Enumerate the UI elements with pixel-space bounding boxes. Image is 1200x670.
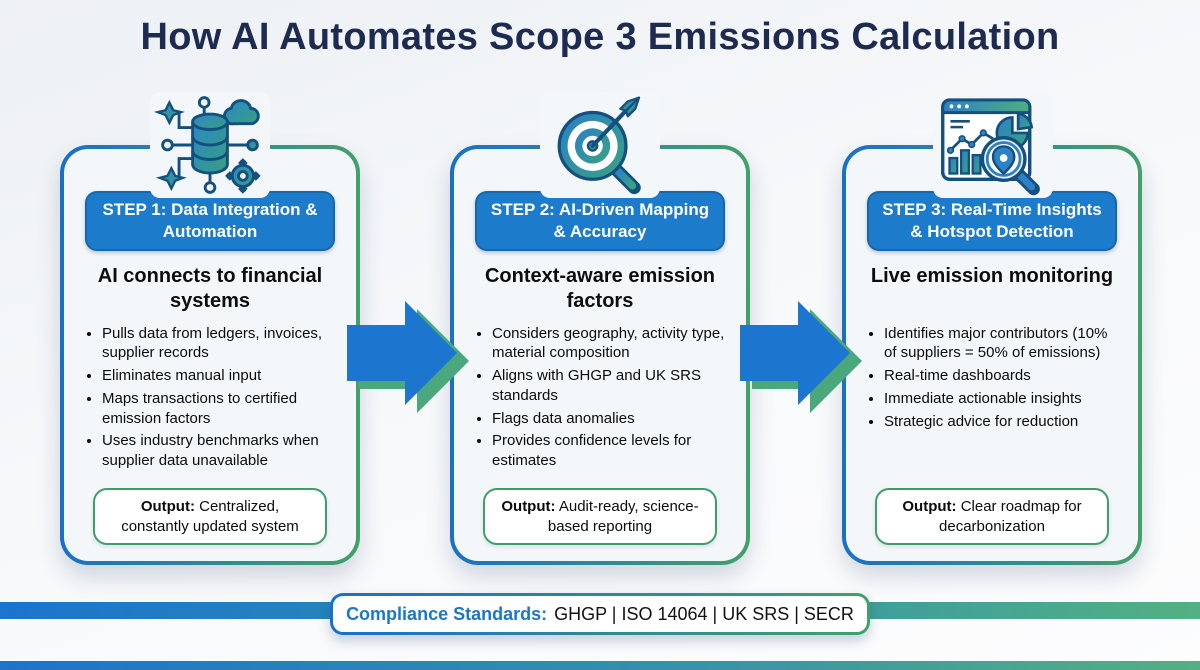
step-2-bullet-list: Considers geography, activity type, mate… xyxy=(468,324,732,475)
step-2-badge: STEP 2: AI-Driven Mapping & Accuracy xyxy=(475,191,725,251)
bullet-item: Provides confidence levels for estimates xyxy=(492,431,728,471)
bullet-item: Identifies major contributors (10% of su… xyxy=(884,324,1120,364)
step-card-1: STEP 1: Data Integration & Automation AI… xyxy=(60,145,360,565)
bullet-item: Real-time dashboards xyxy=(884,366,1120,386)
compliance-label: Compliance Standards: xyxy=(346,603,548,624)
step-3-subtitle: Live emission monitoring xyxy=(870,264,1114,287)
output-label: Output: xyxy=(501,498,556,515)
step-card-2: STEP 2: AI-Driven Mapping & Accuracy Con… xyxy=(450,145,750,565)
bullet-item: Eliminates manual input xyxy=(102,366,338,386)
step-1-badge: STEP 1: Data Integration & Automation xyxy=(85,191,335,251)
compliance-standards-pill: Compliance Standards: GHGP | ISO 14064 |… xyxy=(330,593,870,635)
step-2-output: Output: Audit-ready, science-based repor… xyxy=(483,488,717,545)
output-text: Centralized, constantly updated system xyxy=(121,498,299,535)
output-label: Output: xyxy=(902,498,957,515)
step-1-subtitle: AI connects to financial systems xyxy=(97,264,323,313)
bullet-item: Strategic advice for reduction xyxy=(884,412,1120,432)
data-integration-icon xyxy=(150,92,270,198)
output-text: Audit-ready, science-based reporting xyxy=(547,498,699,535)
step-card-3: STEP 3: Real-Time Insights & Hotspot Det… xyxy=(842,145,1142,565)
step-2-subtitle: Context-aware emission factors xyxy=(484,264,716,313)
bullet-item: Pulls data from ledgers, invoices, suppl… xyxy=(102,324,338,364)
output-text: Clear roadmap for decarbonization xyxy=(939,498,1082,535)
step-1-bullet-list: Pulls data from ledgers, invoices, suppl… xyxy=(78,324,342,475)
bullet-item: Flags data anomalies xyxy=(492,409,728,429)
flow-arrow-icon xyxy=(740,295,864,413)
target-accuracy-icon xyxy=(540,92,660,198)
flow-arrow-icon xyxy=(347,295,471,413)
bullet-item: Uses industry benchmarks when supplier d… xyxy=(102,431,338,471)
step-3-badge: STEP 3: Real-Time Insights & Hotspot Det… xyxy=(867,191,1117,251)
step-1-output: Output: Centralized, constantly updated … xyxy=(93,488,327,545)
bullet-item: Aligns with GHGP and UK SRS standards xyxy=(492,366,728,406)
step-3-output: Output: Clear roadmap for decarbonizatio… xyxy=(875,488,1109,545)
bullet-item: Immediate actionable insights xyxy=(884,389,1120,409)
step-3-bullet-list: Identifies major contributors (10% of su… xyxy=(860,324,1124,435)
bullet-item: Maps transactions to certified emission … xyxy=(102,389,338,429)
dashboard-hotspot-icon xyxy=(933,92,1053,198)
output-label: Output: xyxy=(140,498,195,515)
bullet-item: Considers geography, activity type, mate… xyxy=(492,324,728,364)
compliance-value: GHGP | ISO 14064 | UK SRS | SECR xyxy=(554,603,854,624)
page-title: How AI Automates Scope 3 Emissions Calcu… xyxy=(140,16,1060,58)
bottom-gradient-bar xyxy=(0,661,1200,670)
